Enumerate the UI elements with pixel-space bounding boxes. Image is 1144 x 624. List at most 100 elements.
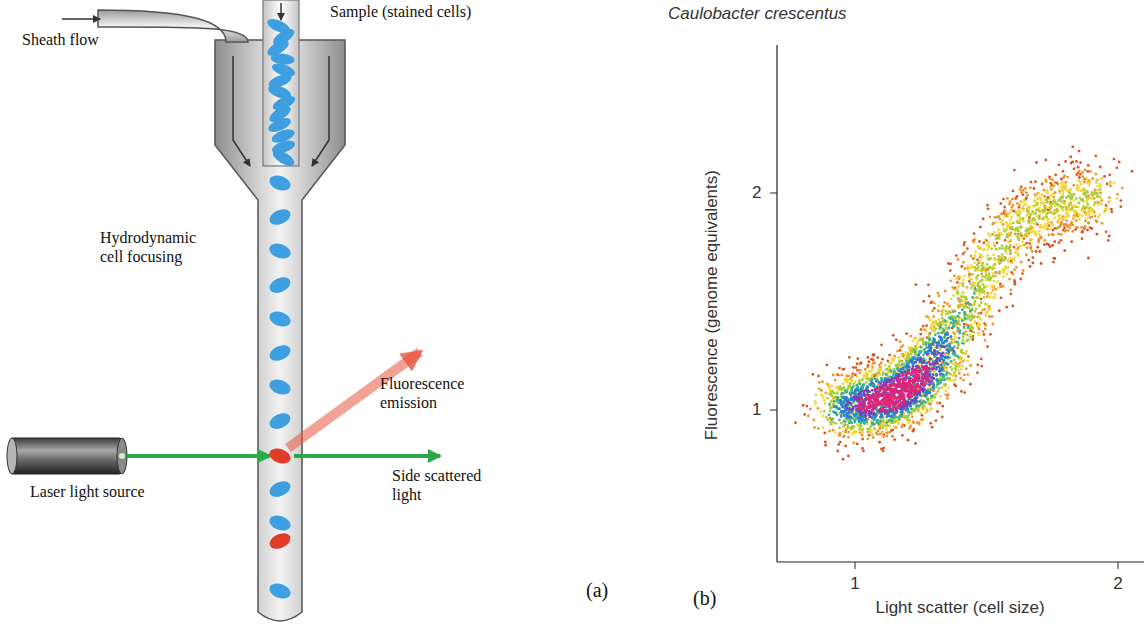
scatter-point [935, 419, 938, 422]
scatter-point [1067, 229, 1070, 232]
scatter-point [881, 431, 884, 434]
scatter-point [974, 300, 977, 303]
scatter-point [991, 315, 994, 318]
scatter-point [978, 305, 981, 308]
scatter-point [1108, 182, 1111, 185]
scatter-point [987, 207, 990, 210]
scatter-point [1067, 213, 1070, 216]
scatter-point [820, 393, 823, 396]
scatter-point [818, 388, 821, 391]
scatter-point [976, 325, 979, 328]
scatter-point [1006, 233, 1009, 236]
scatter-point [813, 426, 816, 429]
scatter-point [1045, 199, 1048, 202]
scatter-point [1056, 210, 1059, 213]
scatter-point [930, 388, 933, 391]
scatter-point [1070, 240, 1073, 243]
scatter-point [1033, 230, 1036, 233]
scatter-point [1034, 204, 1037, 207]
scatter-point [988, 315, 991, 318]
scatter-point [962, 379, 965, 382]
scatter-point [1081, 175, 1084, 178]
scatter-point [970, 266, 973, 269]
scatter-point [840, 374, 843, 377]
scatter-point [882, 447, 885, 450]
scatter-point [955, 278, 958, 281]
scatter-point [910, 335, 913, 338]
scatter-point [929, 319, 932, 322]
scatter-point [987, 248, 990, 251]
scatter-point [837, 443, 840, 446]
scatter-point [1038, 230, 1041, 233]
scatter-point [989, 235, 992, 238]
scatter-point [888, 354, 891, 357]
scatter-point [920, 412, 923, 415]
scatter-point [961, 282, 964, 285]
scatter-point [872, 354, 875, 357]
scatter-point [917, 410, 920, 413]
scatter-point [1087, 257, 1090, 260]
scatter-point [878, 371, 881, 374]
scatter-point [956, 258, 959, 261]
scatter-point [1041, 217, 1044, 220]
scatter-point [994, 275, 997, 278]
scatter-point [937, 388, 940, 391]
scatter-point [838, 426, 841, 429]
scatter-point [1025, 191, 1028, 194]
scatter-point [1019, 233, 1022, 236]
scatter-point [861, 434, 864, 437]
scatter-point [989, 216, 992, 219]
scatter-point [976, 245, 979, 248]
scatter-point [977, 332, 980, 335]
scatter-point [1108, 196, 1111, 199]
scatter-point [879, 433, 882, 436]
scatter-point [939, 395, 942, 398]
scatter-point [1043, 239, 1046, 242]
scatter-point [1034, 195, 1037, 198]
scatter-point [931, 401, 934, 404]
scatter-point [922, 383, 925, 386]
scatter-point [1089, 226, 1092, 229]
scatter-point [880, 361, 883, 364]
scatter-point [831, 390, 834, 393]
scatter-point [1084, 194, 1087, 197]
scatter-point [908, 427, 911, 430]
scatter-point [997, 286, 1000, 289]
scatter-point [1007, 260, 1010, 263]
scatter-point [972, 331, 975, 334]
scatter-point [959, 361, 962, 364]
scatter-point [1040, 262, 1043, 265]
scatter-point [1050, 206, 1053, 209]
scatter-point [931, 310, 934, 313]
scatter-point [840, 398, 843, 401]
scatter-point [997, 258, 1000, 261]
scatter-point [1008, 278, 1011, 281]
scatter-point [1012, 204, 1015, 207]
scatter-point [950, 338, 953, 341]
scatter-point [1075, 205, 1078, 208]
scatter-point [1107, 239, 1110, 242]
scatter-point [980, 270, 983, 273]
scatter-point [1113, 158, 1116, 161]
scatter-point [893, 357, 896, 360]
scatter-point [1001, 257, 1004, 260]
scatter-point [984, 328, 987, 331]
scatter-point [996, 242, 999, 245]
scatter-point [993, 245, 996, 248]
scatter-point [1070, 202, 1073, 205]
cells [265, 16, 297, 601]
scatter-point [886, 424, 889, 427]
scatter-point [965, 323, 968, 326]
scatter-point [1041, 183, 1044, 186]
scatter-point [933, 307, 936, 310]
scatter-point [1049, 245, 1052, 248]
scatter-point [1057, 214, 1060, 217]
scatter-point [945, 390, 948, 393]
scatter-point [1013, 246, 1016, 249]
scatter-point [897, 356, 900, 359]
scatter-point [1003, 206, 1006, 209]
scatter-point [1094, 191, 1097, 194]
scatter-point [1028, 242, 1031, 245]
scatter-point [1025, 214, 1028, 217]
scatter-point [1035, 233, 1038, 236]
